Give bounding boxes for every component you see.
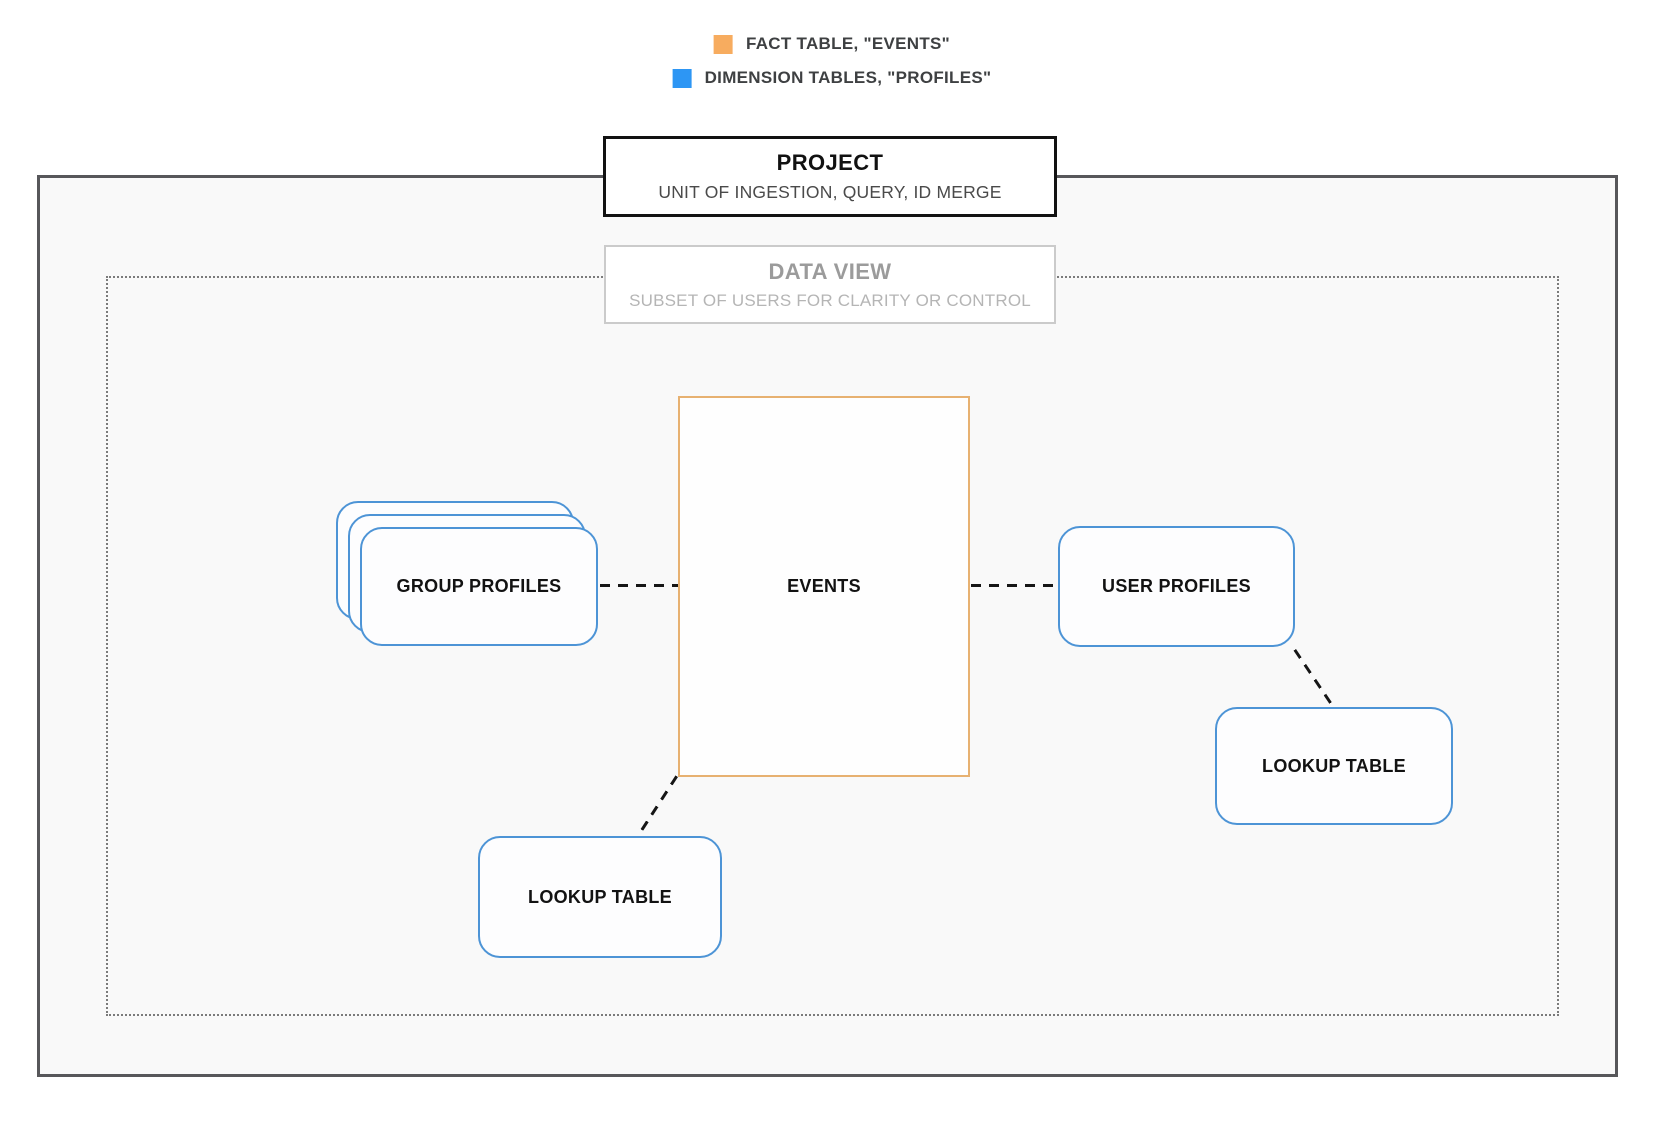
lookup-table-right-label: LOOKUP TABLE [1262,755,1406,776]
group-profiles-label: GROUP PROFILES [396,576,562,596]
project-title-box: PROJECT UNIT OF INGESTION, QUERY, ID MER… [603,136,1057,217]
node-events: EVENTS [678,396,970,777]
legend: FACT TABLE, "EVENTS" DIMENSION TABLES, "… [672,34,992,88]
data-view-title-box: DATA VIEW SUBSET OF USERS FOR CLARITY OR… [604,245,1056,324]
fact-table-swatch-icon [713,34,733,54]
legend-item-fact: FACT TABLE, "EVENTS" [713,34,951,54]
project-title: PROJECT [776,150,884,175]
user-profiles-label: USER PROFILES [1102,576,1251,596]
connector-events-user-profiles [971,584,1056,587]
dimension-table-swatch-icon [672,68,692,88]
node-group-profiles: GROUP PROFILES [360,527,598,646]
data-view-subtitle: SUBSET OF USERS FOR CLARITY OR CONTROL [629,290,1031,310]
legend-item-dimension: DIMENSION TABLES, "PROFILES" [672,68,992,88]
project-subtitle: UNIT OF INGESTION, QUERY, ID MERGE [658,182,1002,202]
node-lookup-table-right: LOOKUP TABLE [1215,707,1453,825]
legend-dimension-label: DIMENSION TABLES, "PROFILES" [704,68,992,87]
events-label: EVENTS [787,576,861,596]
data-view-title: DATA VIEW [768,258,892,284]
node-lookup-table-bottom: LOOKUP TABLE [478,836,722,958]
lookup-table-bottom-label: LOOKUP TABLE [528,886,672,907]
node-user-profiles: USER PROFILES [1058,526,1295,647]
legend-fact-label: FACT TABLE, "EVENTS" [745,34,951,53]
connector-group-profiles-events [600,584,678,587]
